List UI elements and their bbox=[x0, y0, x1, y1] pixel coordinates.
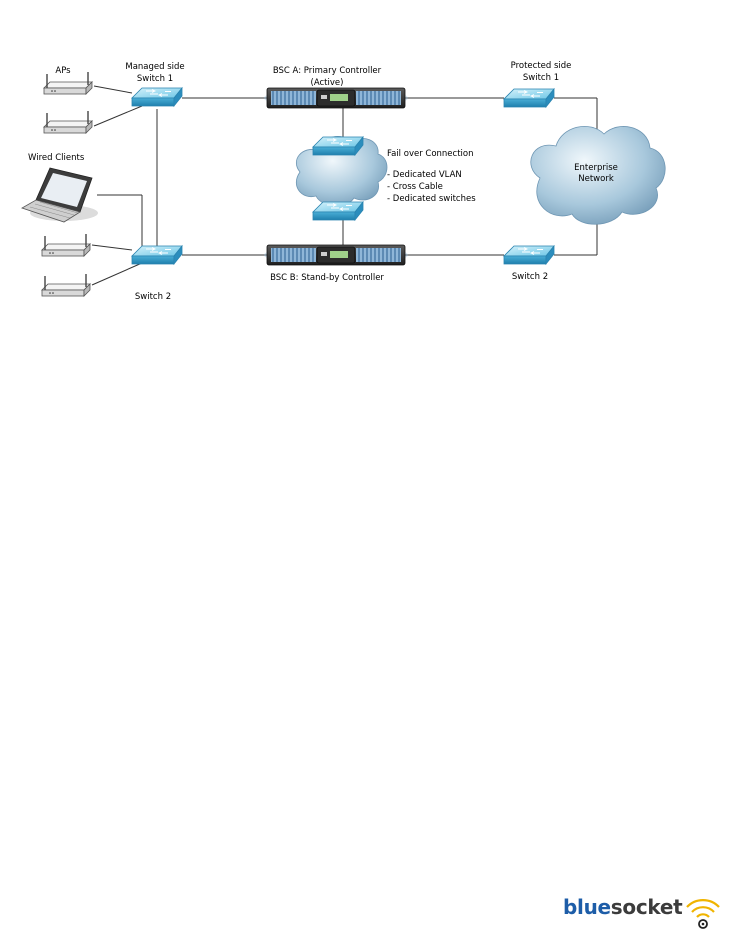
access-point-icon bbox=[41, 233, 91, 257]
enterprise-network-label: Enterprise bbox=[574, 163, 618, 173]
bsc-b-controller-icon bbox=[266, 244, 406, 266]
managed-switch-1-icon bbox=[131, 87, 183, 107]
managed-switch-2-icon bbox=[131, 245, 183, 265]
connection-lines bbox=[91, 85, 598, 286]
aps-label: APs bbox=[55, 66, 71, 76]
protected-side-label: Protected side bbox=[511, 61, 572, 71]
protected-switch-1-label: Switch 1 bbox=[523, 73, 559, 83]
wifi-signal-icon bbox=[686, 899, 720, 929]
wired-clients-label: Wired Clients bbox=[28, 153, 85, 163]
managed-switch-2-label: Switch 2 bbox=[135, 292, 171, 302]
managed-switch-1-label: Switch 1 bbox=[137, 74, 173, 84]
protected-switch-2-icon bbox=[503, 245, 555, 265]
logo-part-socket: socket bbox=[610, 895, 683, 919]
bsc-a-label: BSC A: Primary Controller bbox=[273, 66, 382, 76]
failover-item: - Dedicated switches bbox=[387, 194, 476, 204]
enterprise-network-label: Network bbox=[578, 174, 614, 184]
bsc-a-controller-icon bbox=[266, 87, 406, 109]
network-diagram: APs Managed side Switch 1 Wired Clients … bbox=[21, 61, 666, 302]
failover-switch-top-icon bbox=[312, 136, 364, 156]
bsc-a-active-label: (Active) bbox=[311, 78, 344, 88]
bsc-b-label: BSC B: Stand-by Controller bbox=[270, 273, 384, 283]
access-point-icon bbox=[43, 110, 93, 134]
access-point-icon bbox=[41, 273, 91, 297]
laptop-icon bbox=[21, 167, 98, 223]
protected-switch-2-label: Switch 2 bbox=[512, 272, 548, 282]
failover-item: - Dedicated VLAN bbox=[387, 170, 462, 180]
protected-switch-1-icon bbox=[503, 88, 555, 108]
logo-part-blue: blue bbox=[563, 895, 611, 919]
managed-side-label: Managed side bbox=[125, 62, 184, 72]
bluesocket-logo: bluesocket bbox=[563, 895, 683, 919]
failover-title: Fail over Connection bbox=[387, 149, 474, 159]
failover-switch-bottom-icon bbox=[312, 201, 364, 221]
enterprise-cloud-icon bbox=[530, 126, 666, 225]
failover-item: - Cross Cable bbox=[387, 182, 443, 192]
